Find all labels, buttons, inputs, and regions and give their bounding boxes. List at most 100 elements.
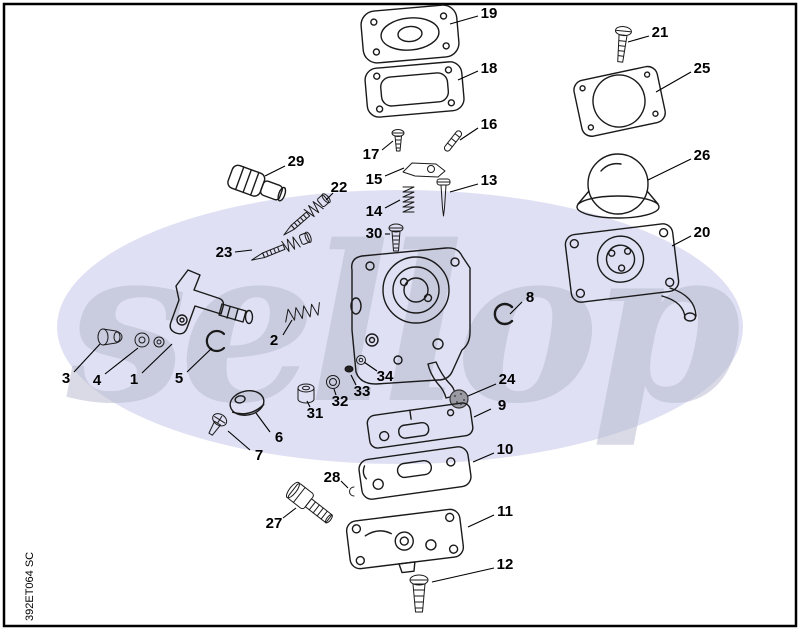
part-spring-14 [402, 186, 415, 213]
part-throttle-lever [169, 269, 254, 335]
part-screw-12 [409, 574, 429, 613]
part-gasket-25 [573, 65, 666, 137]
leader-line-7 [227, 430, 251, 451]
part-screw-7 [208, 413, 228, 436]
part-clip-8 [493, 302, 514, 326]
part-clip-5 [205, 329, 226, 353]
callout-number-33: 33 [354, 383, 371, 400]
callout-number-31: 31 [307, 405, 324, 422]
leader-line-3 [73, 343, 101, 373]
part-fuel-connector [227, 164, 287, 202]
leader-line-16 [459, 127, 479, 141]
leader-line-31 [306, 400, 311, 408]
part-primer-bulb [576, 153, 660, 219]
leader-line-18 [457, 70, 479, 81]
callout-number-18: 18 [481, 60, 498, 77]
callout-number-3: 3 [62, 370, 70, 387]
callout-number-12: 12 [497, 556, 514, 573]
leader-line-11 [467, 514, 495, 528]
callout-number-6: 6 [275, 429, 283, 446]
part-diaphragm-cover [360, 4, 460, 64]
leader-line-6 [255, 412, 271, 433]
callout-number-9: 9 [498, 397, 506, 414]
part-screen-24 [449, 389, 469, 409]
watermark-ellipse [57, 190, 743, 464]
part-bushing-31 [297, 383, 315, 404]
callout-number-11: 11 [497, 503, 513, 520]
callout-number-13: 13 [481, 172, 498, 189]
part-cap-3 [97, 328, 123, 346]
part-screw-30 [388, 223, 404, 252]
part-clip-28 [349, 486, 355, 497]
part-bolt-27 [286, 481, 333, 524]
callout-number-21: 21 [652, 24, 669, 41]
part-carburetor-body [350, 247, 471, 399]
leader-line-9 [473, 408, 492, 418]
callout-number-27: 27 [266, 515, 283, 532]
callout-number-17: 17 [363, 146, 380, 163]
callout-number-16: 16 [481, 116, 498, 133]
callout-number-26: 26 [694, 147, 711, 164]
part-pump-cover [345, 508, 465, 574]
leader-line-13 [449, 183, 479, 193]
leader-line-23 [234, 249, 253, 253]
watermark-text: sellop [66, 198, 740, 451]
part-oring-32 [326, 375, 340, 389]
leader-line-33 [350, 374, 357, 386]
leader-line-5 [186, 347, 213, 373]
leader-line-1 [141, 343, 173, 374]
callout-number-19: 19 [481, 5, 498, 22]
part-pump-body [564, 223, 680, 303]
part-metering-plate [366, 402, 474, 449]
leader-line-32 [333, 388, 337, 396]
leader-line-8 [509, 301, 523, 315]
part-pump-elbow [661, 287, 697, 322]
callout-number-32: 32 [332, 393, 349, 410]
leader-line-21 [627, 35, 650, 43]
callout-number-10: 10 [497, 441, 514, 458]
callout-number-24: 24 [499, 371, 516, 388]
leader-line-14 [384, 199, 401, 209]
leader-line-24 [467, 383, 497, 397]
leader-line-12 [431, 567, 495, 583]
callout-number-7: 7 [255, 447, 263, 464]
leader-line-26 [647, 158, 692, 181]
part-eclip-34 [356, 355, 366, 365]
leader-line-19 [449, 15, 479, 25]
leader-line-2 [282, 319, 293, 336]
leader-line-27 [282, 507, 297, 519]
callout-number-2: 2 [270, 332, 278, 349]
part-screw-17 [391, 129, 405, 152]
leader-line-29 [264, 165, 286, 177]
part-seal-33 [344, 365, 354, 373]
callout-number-15: 15 [366, 171, 383, 188]
part-code: 392ET064 SC [24, 552, 36, 621]
callout-number-28: 28 [324, 469, 341, 486]
leader-line-22 [325, 192, 334, 201]
callout-number-34: 34 [377, 368, 394, 385]
callout-number-25: 25 [694, 60, 711, 77]
part-pin-16 [443, 130, 463, 152]
leader-line-25 [655, 71, 692, 93]
part-spring-2 [285, 302, 320, 323]
callout-number-29: 29 [288, 153, 305, 170]
part-washer-4 [134, 332, 165, 348]
part-throttle-disc [229, 390, 265, 416]
callout-number-5: 5 [175, 370, 183, 387]
part-inlet-needle [436, 178, 451, 217]
callout-number-22: 22 [331, 179, 348, 196]
part-adjust-screw-23 [251, 231, 312, 261]
callout-number-20: 20 [694, 224, 711, 241]
part-top-gasket [364, 61, 465, 118]
leader-line-10 [472, 452, 495, 463]
part-adjust-screw-22 [283, 193, 331, 236]
leader-line-34 [363, 361, 378, 372]
part-metering-lever [402, 162, 446, 178]
callout-number-4: 4 [93, 372, 102, 389]
leader-line-17 [381, 140, 394, 151]
leader-line-4 [104, 347, 139, 375]
leader-line-20 [671, 235, 692, 247]
